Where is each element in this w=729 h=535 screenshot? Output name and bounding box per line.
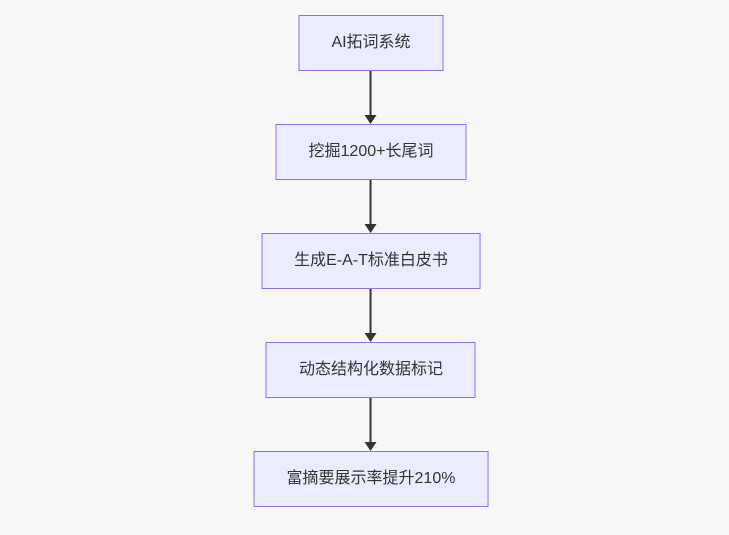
arrowhead-down-icon [365, 442, 377, 451]
node-label: AI拓词系统 [331, 34, 411, 51]
flowchart-node-ai-word-expansion: AI拓词系统 [298, 15, 444, 71]
node-label: 生成E-A-T标准白皮书 [294, 252, 448, 269]
node-label: 挖掘1200+长尾词 [308, 143, 434, 160]
edge-arrow-4 [365, 398, 377, 451]
arrow-line [370, 180, 372, 225]
flowchart-node-eat-whitepaper: 生成E-A-T标准白皮书 [261, 233, 481, 289]
arrow-line [370, 289, 372, 334]
flowchart-node-rich-snippet-rate: 富摘要展示率提升210% [253, 451, 489, 507]
flowchart-stack: AI拓词系统 挖掘1200+长尾词 生成E-A-T标准白皮书 动态结构化数据标记 [253, 15, 489, 507]
arrowhead-down-icon [365, 224, 377, 233]
arrowhead-down-icon [365, 333, 377, 342]
edge-arrow-1 [365, 71, 377, 124]
arrow-line [370, 398, 372, 443]
node-label: 动态结构化数据标记 [298, 361, 443, 378]
flowchart-node-longtail-mining: 挖掘1200+长尾词 [275, 124, 467, 180]
edge-arrow-3 [365, 289, 377, 342]
arrowhead-down-icon [365, 115, 377, 124]
edge-arrow-2 [365, 180, 377, 233]
node-label: 富摘要展示率提升210% [286, 470, 456, 487]
arrow-line [370, 71, 372, 116]
flowchart-node-structured-data-markup: 动态结构化数据标记 [265, 342, 476, 398]
